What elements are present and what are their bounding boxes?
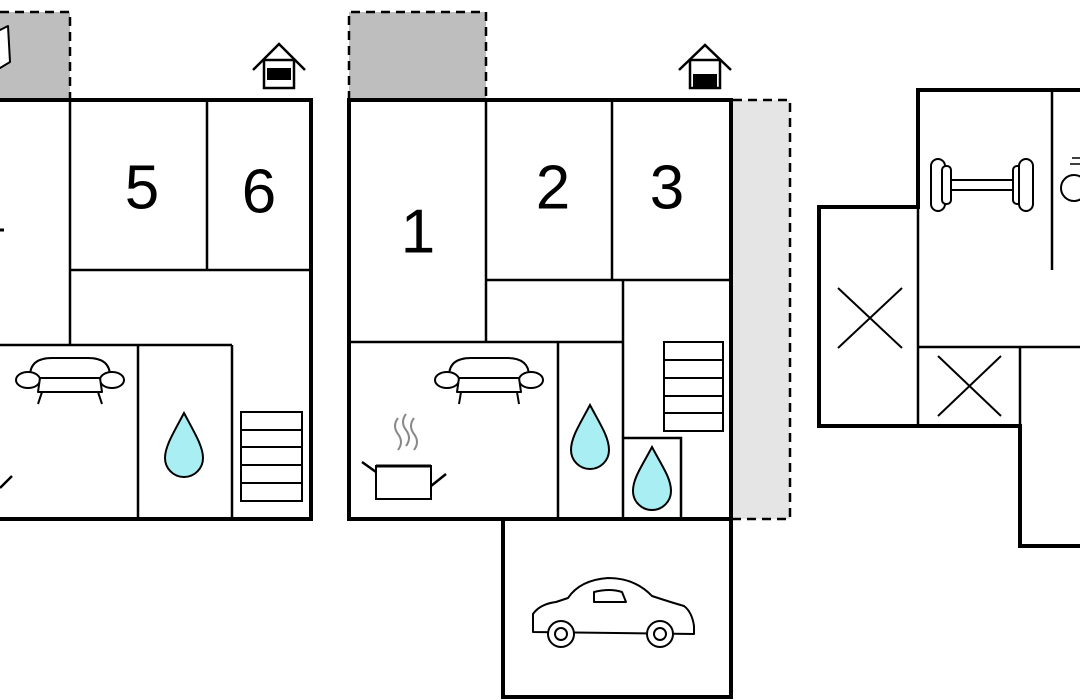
cross-icon: [837, 287, 903, 349]
room-6-label: 6: [242, 157, 276, 226]
stairs-icon: [240, 411, 303, 502]
terrace-middle-right: [733, 98, 792, 521]
inner-walls: [916, 90, 1080, 426]
sofa-icon: [434, 357, 544, 405]
room-1-label: 1: [401, 197, 435, 266]
stairs-icon: [663, 341, 724, 432]
house-entrance-icon: [252, 42, 306, 90]
outer-wall: [817, 88, 1080, 548]
dumbbell-icon: [930, 158, 1034, 212]
house-entrance-icon: [678, 43, 732, 90]
water-drop-icon: [163, 410, 205, 478]
middle-floor: 1 2 3: [347, 10, 792, 699]
cooking-pot-icon: [361, 413, 447, 500]
terrace-left-top: [0, 10, 72, 100]
pot-handle-icon: [0, 475, 13, 489]
right-floor: [817, 88, 1080, 548]
left-floor: 5 6: [0, 10, 313, 521]
sofa-icon: [15, 357, 125, 405]
car-icon: [532, 577, 695, 648]
inner-walls: [349, 100, 731, 519]
room-2-label: 2: [536, 153, 570, 222]
terrace-middle-top: [347, 10, 488, 100]
chair-icon: [0, 25, 11, 69]
inner-walls: [0, 100, 311, 519]
room-3-label: 3: [650, 153, 684, 222]
cross-icon: [937, 355, 1002, 417]
water-drop-icon: [569, 402, 611, 470]
room-5-label: 5: [125, 153, 159, 222]
garage-wall: [501, 519, 733, 699]
water-drop-icon: [631, 444, 673, 511]
stopwatch-icon: [1060, 157, 1080, 202]
outer-wall: [0, 98, 313, 521]
